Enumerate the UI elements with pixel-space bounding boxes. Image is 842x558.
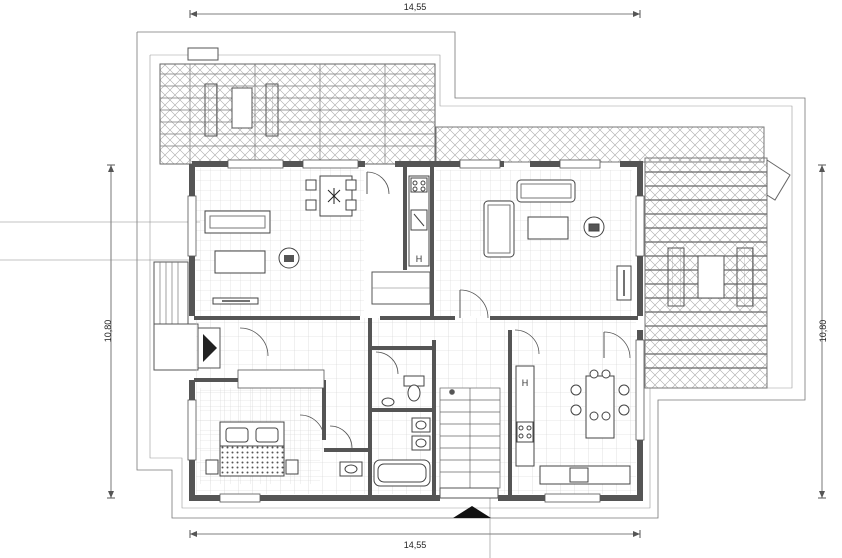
dimension-label-bottom: 14,55 bbox=[404, 540, 427, 550]
dimension-left: 10,80 bbox=[103, 164, 115, 499]
bathroom-main bbox=[329, 417, 431, 487]
dimension-top: 14,55 bbox=[189, 2, 641, 18]
dining-table bbox=[585, 375, 615, 439]
dimension-label-right: 10,80 bbox=[818, 320, 828, 343]
pergola-top bbox=[159, 47, 436, 165]
sofa bbox=[516, 179, 576, 203]
terrace bbox=[435, 126, 791, 389]
kitchen-strip: H bbox=[408, 175, 430, 267]
entrance-arrow-icon bbox=[453, 506, 491, 518]
entrance-steps-left bbox=[153, 261, 199, 371]
sofa bbox=[483, 200, 515, 258]
bathroom-wc bbox=[375, 351, 425, 407]
sun-lounger bbox=[667, 247, 685, 307]
terrace-table bbox=[697, 255, 725, 299]
dimension-label-top: 14,55 bbox=[404, 2, 427, 12]
entry-arrow-icon bbox=[203, 334, 217, 362]
sofa bbox=[204, 210, 271, 234]
plant-icon bbox=[327, 188, 341, 204]
living-room-right bbox=[459, 179, 632, 359]
staircase bbox=[439, 387, 501, 489]
dimension-label-left: 10,80 bbox=[103, 320, 113, 343]
living-room-left bbox=[204, 171, 390, 305]
sun-lounger bbox=[736, 247, 754, 307]
coffee-table bbox=[527, 216, 569, 240]
svg-text:H: H bbox=[416, 254, 423, 264]
svg-text:H: H bbox=[522, 378, 529, 388]
bedroom bbox=[205, 327, 325, 477]
plot-outline bbox=[136, 31, 806, 519]
coffee-table bbox=[214, 250, 266, 274]
kitchen-dining: H bbox=[514, 329, 631, 485]
dimension-right: 10,80 bbox=[818, 164, 828, 499]
dimension-bottom: 14,55 bbox=[189, 530, 641, 550]
